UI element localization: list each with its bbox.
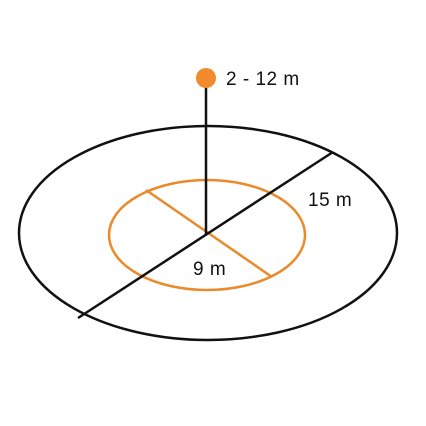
source-point-dot: [196, 68, 216, 88]
outer-radius-label: 15 m: [308, 190, 352, 211]
inner-radius-label: 9 m: [193, 259, 226, 280]
source-height-label: 2 - 12 m: [226, 69, 300, 90]
outer-zone-ellipse: [17, 124, 399, 342]
